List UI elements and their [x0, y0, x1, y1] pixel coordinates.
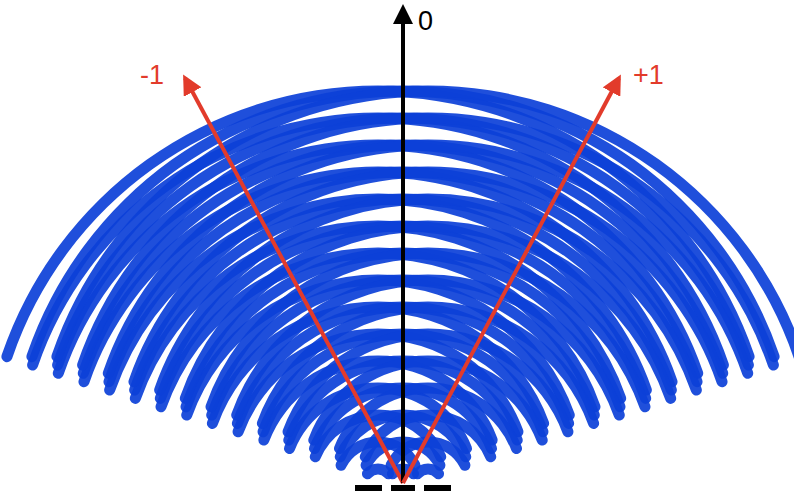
wave-source — [1, 86, 754, 480]
wavefront-arc — [154, 193, 702, 395]
wavefront-arc — [128, 166, 727, 387]
wavefront-arc — [180, 221, 676, 404]
grating-bar — [424, 485, 451, 491]
wavefront-arc — [103, 140, 753, 379]
grating-bar — [391, 485, 415, 491]
order-arrow — [401, 8, 405, 483]
wavefront-arc — [334, 382, 522, 453]
grating-bar — [355, 485, 382, 491]
grating — [355, 485, 451, 491]
order-arrow — [185, 78, 403, 483]
wavefront-arc — [386, 436, 471, 470]
order-label: +1 — [633, 62, 664, 89]
order-arrows — [185, 8, 619, 483]
wavefront-arc — [412, 464, 444, 480]
order-label: 0 — [418, 8, 433, 35]
order-label: -1 — [140, 62, 164, 89]
order-arrow — [403, 78, 619, 483]
wave-source — [51, 86, 794, 480]
wavefronts — [1, 86, 794, 480]
wavefront-arc — [77, 113, 779, 371]
wavefront-arc — [51, 86, 794, 363]
